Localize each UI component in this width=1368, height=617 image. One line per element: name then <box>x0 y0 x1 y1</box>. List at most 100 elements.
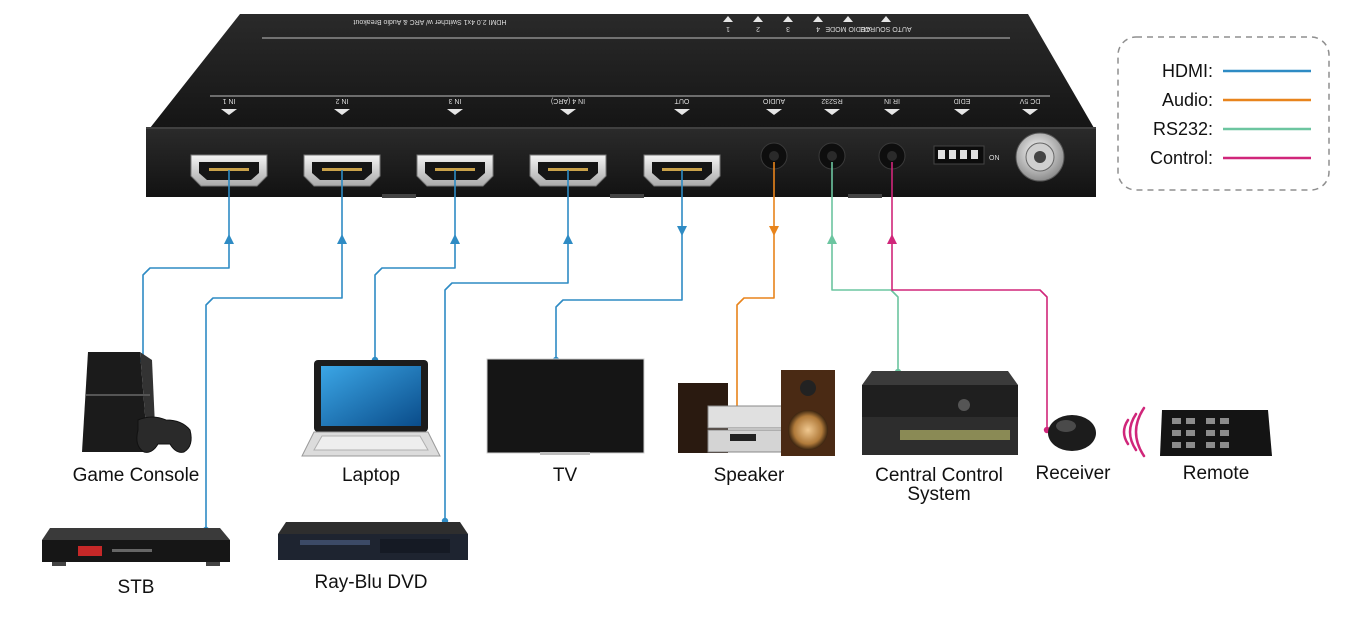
hdmi-cable-game-console-arrow <box>224 234 234 244</box>
ccs-knob <box>958 399 970 411</box>
receiver-eye <box>1048 415 1096 451</box>
port-label-text: IN 1 <box>222 97 235 104</box>
indicator-led-triangle <box>753 16 763 22</box>
hdmi-cable-dvd-arrow <box>563 234 573 244</box>
dc-5v-port[interactable] <box>1015 132 1065 182</box>
hdmi-port-pins <box>548 168 588 171</box>
tv-illustration <box>486 358 645 455</box>
hdmi-cable-dvd <box>444 170 569 521</box>
laptop-keyboard <box>313 435 429 451</box>
receiver-highlight <box>1056 420 1076 432</box>
hdmi-cable-stb-arrow <box>337 234 347 244</box>
speaker-illustration <box>678 370 835 456</box>
foot-notch <box>610 194 644 198</box>
legend-item-label: Audio: <box>1162 90 1213 110</box>
port-label: IN 2 <box>334 97 350 115</box>
port-label-text: OUT <box>674 97 690 104</box>
hdmi-cable-game-console <box>142 170 230 360</box>
receiver-label: Receiver <box>1036 463 1112 484</box>
jack-hole <box>887 151 897 161</box>
indicator-label: AUDIO MODE <box>825 25 870 32</box>
dvd-tray <box>300 540 370 545</box>
indicator-label: 4 <box>816 25 820 32</box>
stb-button <box>112 549 152 552</box>
stb-label: STB <box>118 577 155 598</box>
legend-item-label: HDMI: <box>1162 61 1213 81</box>
top-indicator: AUTO SOURCE <box>860 16 912 32</box>
laptop-screen <box>321 366 421 426</box>
dip-switch-lever[interactable] <box>971 150 978 159</box>
indicator-led-triangle <box>881 16 891 22</box>
stb-foot <box>52 562 66 566</box>
dip-on-label: ON <box>989 155 1000 162</box>
port-marker-triangle <box>334 109 350 115</box>
indicator-led-triangle <box>843 16 853 22</box>
stb-foot <box>206 562 220 566</box>
hdmi-port-pins <box>322 168 362 171</box>
port-marker-triangle <box>674 109 690 115</box>
port-label: IN 3 <box>447 97 463 115</box>
port-label: IN 1 <box>221 97 237 115</box>
control-cable-receiver <box>891 162 1048 430</box>
tv-label: TV <box>553 465 578 486</box>
port-label: DC 5V <box>1019 97 1040 115</box>
port-label-group: IN 1 IN 2 IN 3 IN 4 (ARC) OUT AUDIO RS232 IR IN… <box>221 97 1040 115</box>
port-label-text: RS232 <box>821 97 843 104</box>
remote-illustration <box>1160 410 1272 456</box>
port-label-text: IN 4 (ARC) <box>551 97 585 104</box>
foot-notch <box>848 194 882 198</box>
port-label: AUDIO <box>762 97 785 115</box>
ir-in-port[interactable] <box>878 142 906 170</box>
ir-receiver-illustration <box>1048 415 1096 451</box>
port-group: ON <box>190 132 1065 187</box>
legend-item: Control: <box>1150 148 1311 168</box>
port-label-text: IN 3 <box>448 97 461 104</box>
ccs-terminal-strip <box>900 430 1010 440</box>
switcher-top-panel <box>150 14 1094 128</box>
edid-port[interactable]: ON <box>933 145 1000 165</box>
cable-group <box>139 162 1051 534</box>
dvd-illustration <box>278 522 468 560</box>
dip-switch-lever[interactable] <box>960 150 967 159</box>
central-control-label-line1: Central Control <box>875 465 1003 486</box>
remote-buttons <box>1172 418 1229 448</box>
laptop-label: Laptop <box>342 465 400 486</box>
central-control-label-line2: System <box>907 484 970 505</box>
stb-display <box>78 546 102 556</box>
top-indicator: AUDIO MODE <box>825 16 871 32</box>
indicator-label: 2 <box>756 25 760 32</box>
port-marker-triangle <box>884 109 900 115</box>
dvd-top <box>278 522 468 534</box>
audio-cable-speaker <box>736 162 775 412</box>
legend-item-label: Control: <box>1150 148 1213 168</box>
amp-top <box>707 405 783 429</box>
port-label: RS232 <box>821 97 843 115</box>
in-4-arc-port[interactable] <box>529 154 607 187</box>
amp-display <box>730 434 756 441</box>
legend-item-label: RS232: <box>1153 119 1213 139</box>
ccs-top <box>862 371 1018 385</box>
tweeter <box>800 380 816 396</box>
indicator-label: AUTO SOURCE <box>860 25 912 32</box>
ccs-front <box>862 385 1018 417</box>
port-marker-triangle <box>221 109 237 115</box>
remote-label: Remote <box>1183 463 1250 484</box>
hdmi-port-pins <box>662 168 702 171</box>
stb-top <box>42 528 230 540</box>
hdmi-cable-laptop-arrow <box>450 234 460 244</box>
dip-switch-lever[interactable] <box>938 150 945 159</box>
central-control-illustration <box>862 371 1018 455</box>
port-label: EDID <box>954 97 970 115</box>
indicator-led-triangle <box>783 16 793 22</box>
ir-signal-icon <box>1122 406 1146 458</box>
model-text: HDMI 2.0 4x1 Switcher w/ ARC & Audio Bre… <box>353 18 506 25</box>
indicator-label: 3 <box>786 25 790 32</box>
indicator-led-triangle <box>813 16 823 22</box>
port-label-text: IR IN <box>884 97 900 104</box>
indicator-label: 1 <box>726 25 730 32</box>
dip-switch-lever[interactable] <box>949 150 956 159</box>
rs232-port[interactable] <box>818 142 846 170</box>
rs232-cable-central-control-arrow <box>827 234 837 244</box>
port-label: IR IN <box>884 97 900 115</box>
game-console-illustration <box>82 352 192 453</box>
